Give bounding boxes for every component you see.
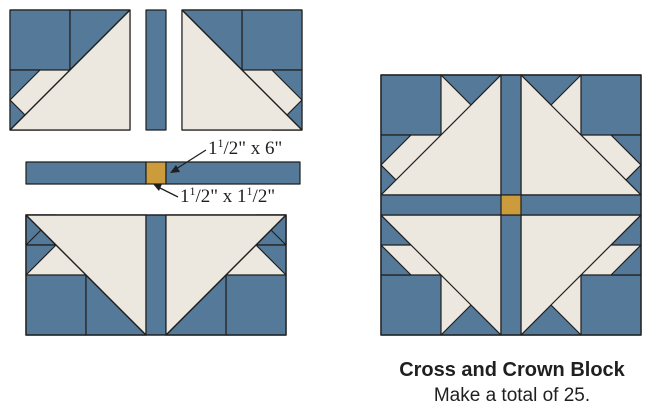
cornerstone-label: 11/2" x 11/2" [180,184,275,207]
sashing-label-group: 11/2" x 6" [170,136,282,173]
block-cornerstone [500,194,522,216]
caption-title: Cross and Crown Block [399,359,625,381]
caption-subtitle: Make a total of 25. [434,385,590,406]
sashing-strip-left [25,161,147,185]
arrow-head-icon [170,165,180,173]
sashing-strip-right [165,161,301,185]
top-left-unit [9,9,131,131]
top-sashing-strip [145,9,167,131]
sashing-strip-label: 11/2" x 6" [208,136,282,159]
bottom-row [25,214,287,336]
arrow-head-icon [153,184,162,191]
finished-block [380,74,642,336]
cornerstone-label-group: 11/2" x 11/2" [153,184,275,207]
sashing-row [25,161,301,185]
top-right-unit [181,9,303,131]
cornerstone-square [145,161,167,185]
